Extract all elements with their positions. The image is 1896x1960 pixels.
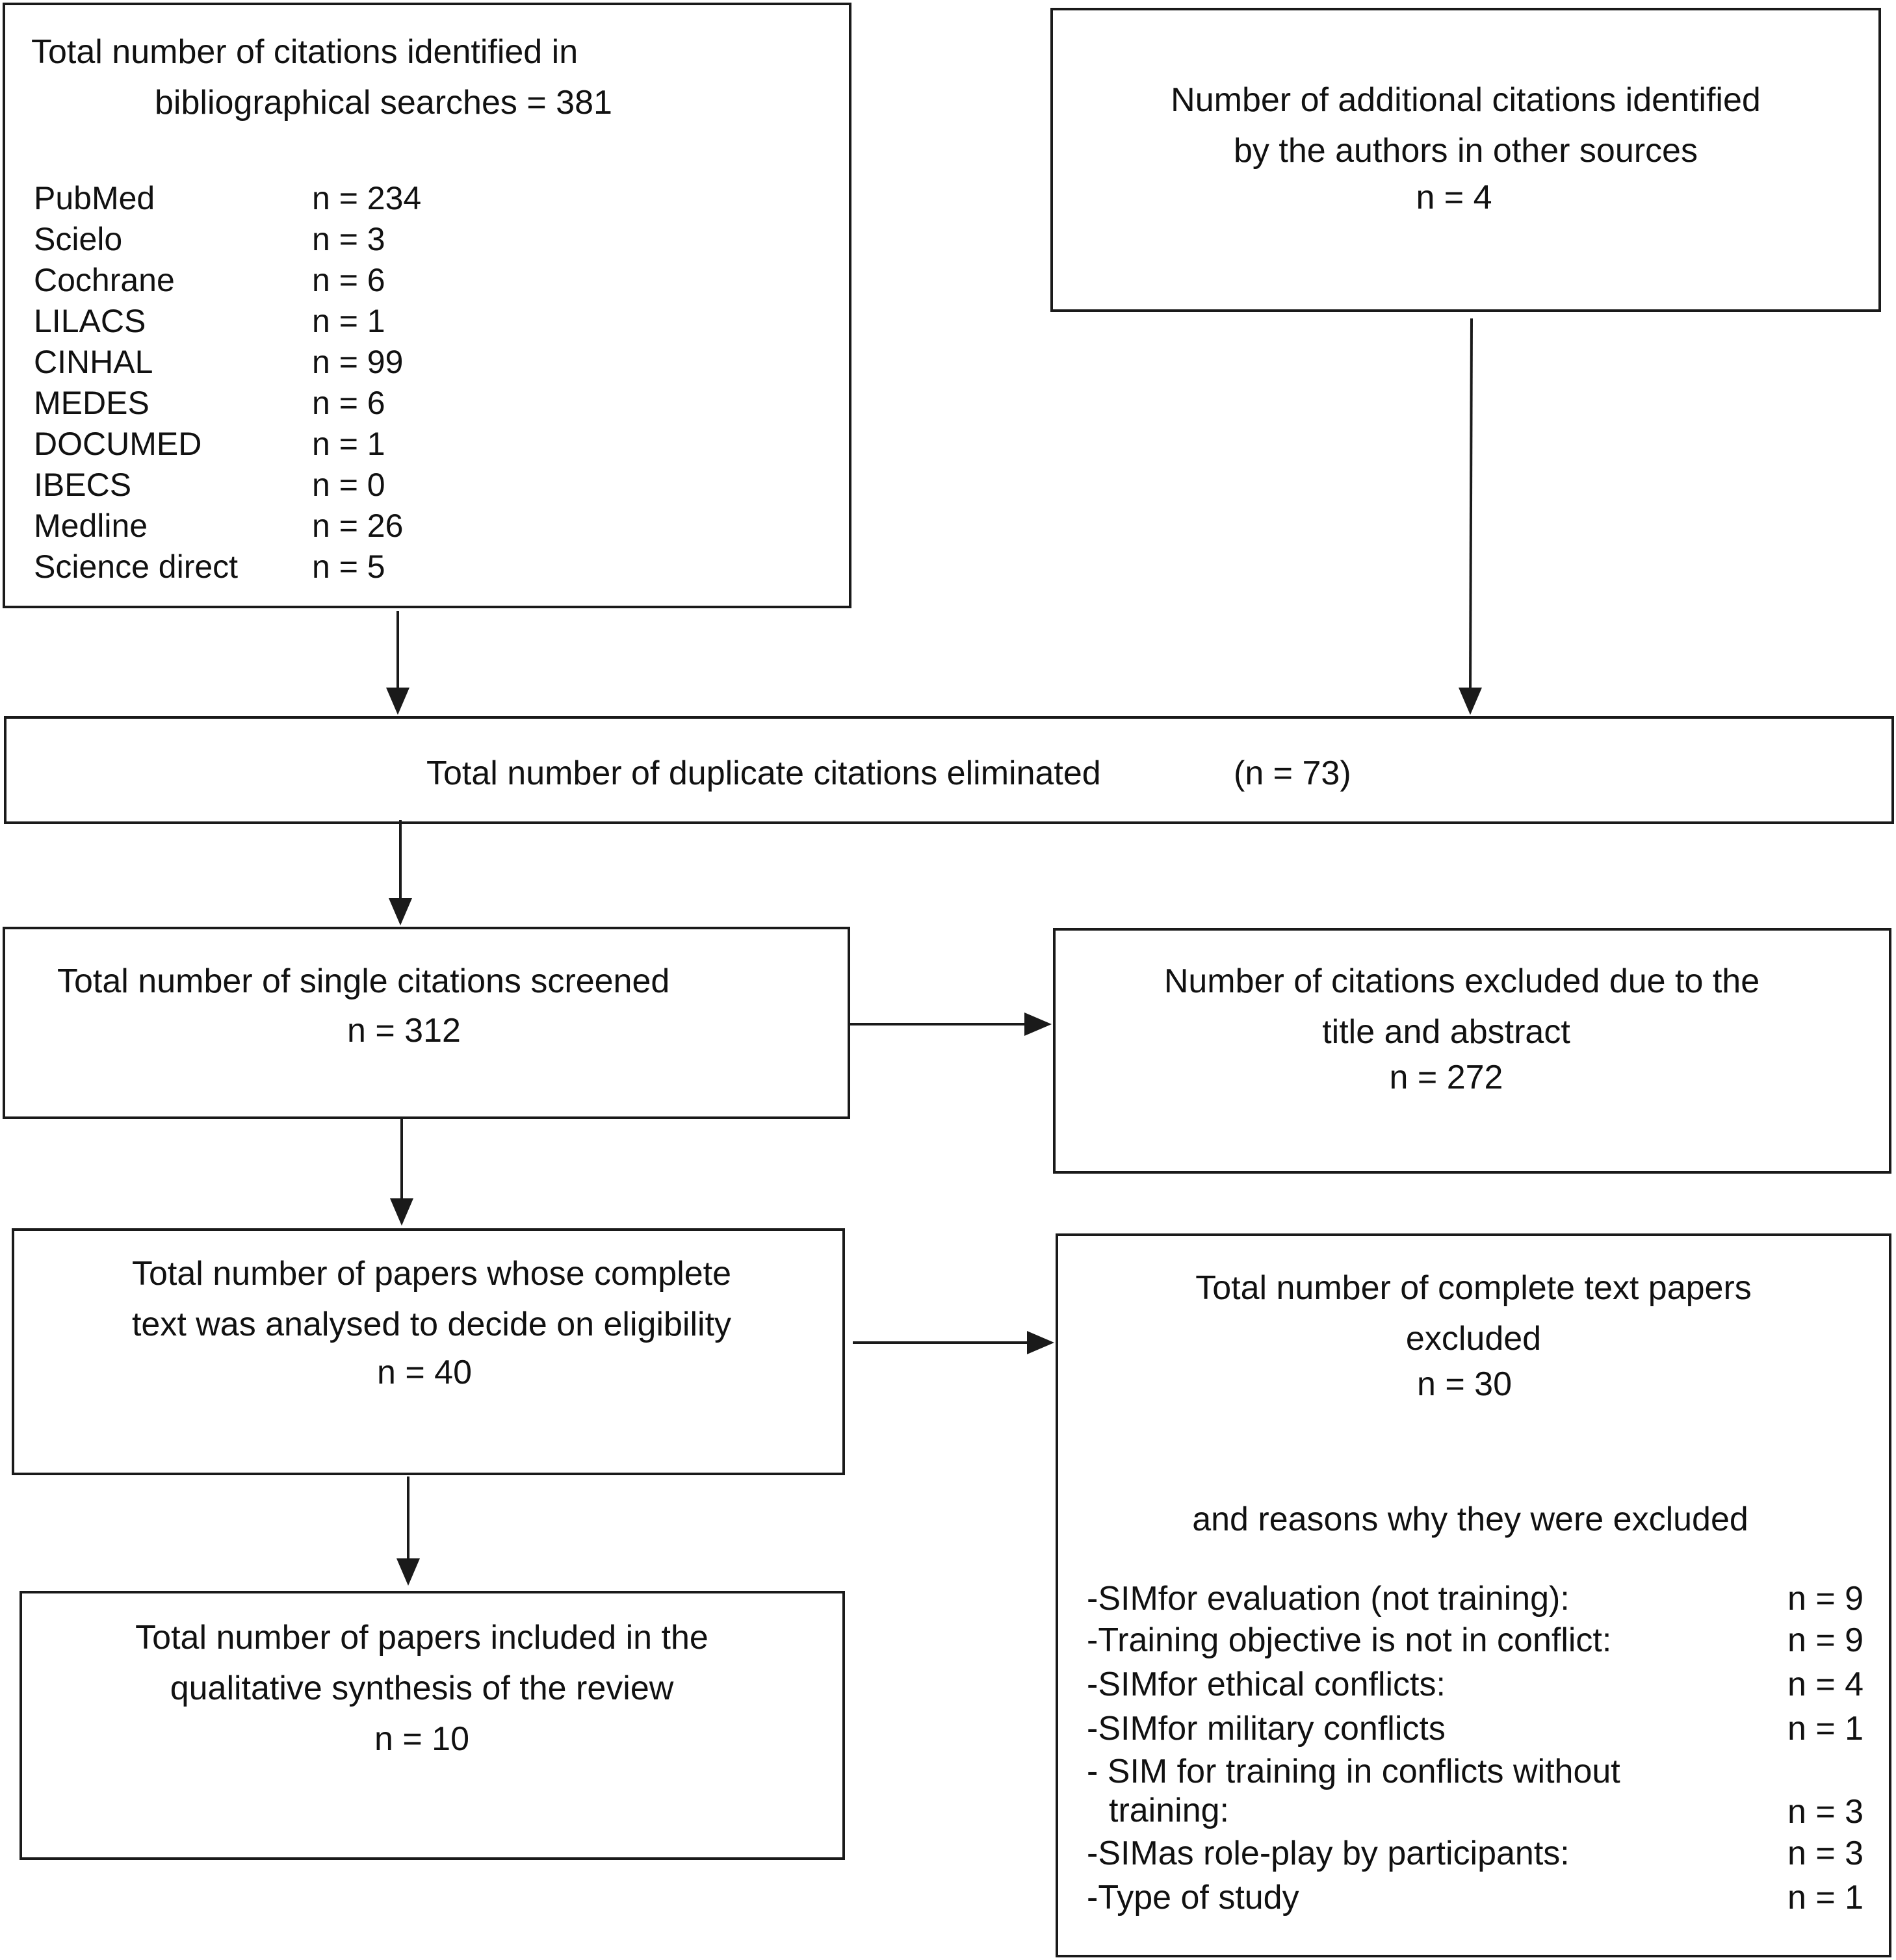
box1-title-line1: Total number of citations identified in (31, 33, 578, 71)
arrow-head (1024, 1012, 1052, 1036)
box8-line1: Total number of papers included in the (135, 1619, 708, 1657)
box1-title-line2: bibliographical searches = 381 (155, 84, 612, 122)
box5-line1: Number of citations excluded due to the (1163, 962, 1760, 1000)
box6-count: n = 40 (376, 1354, 473, 1391)
box7-line1: Total number of complete text papers (1195, 1269, 1752, 1307)
reason-count: n = 9 (1787, 1580, 1864, 1618)
box2-line2: by the authors in other sources (1234, 132, 1698, 170)
db-name: Cochrane (34, 262, 175, 298)
reason-label: -Type of study (1087, 1879, 1299, 1916)
db-name: IBECS (34, 467, 132, 503)
reason-count: n = 3 (1787, 1835, 1864, 1872)
box7-line2: excluded (1405, 1320, 1542, 1358)
box-full-text-excluded: Total number of complete text papers exc… (1056, 1233, 1891, 1957)
db-count: n = 6 (312, 385, 385, 421)
box8-line2: qualitative synthesis of the review (170, 1670, 674, 1707)
db-count: n = 26 (312, 508, 404, 544)
db-count: n = 3 (312, 221, 385, 257)
box-citations-identified: Total number of citations identified in … (3, 3, 851, 608)
box-excluded-title-abstract: Number of citations excluded due to the … (1053, 928, 1891, 1174)
db-name: LILACS (34, 303, 146, 339)
box2-line1: Number of additional citations identifie… (1171, 81, 1761, 119)
box-full-text-assessed: Total number of papers whose complete te… (12, 1228, 845, 1475)
db-count: n = 5 (312, 548, 385, 585)
db-name: Medline (34, 508, 148, 544)
db-name: Scielo (34, 221, 123, 257)
arrow-head (390, 1198, 413, 1226)
box6-line1: Total number of papers whose complete (131, 1255, 732, 1293)
arrow-head (386, 688, 409, 715)
db-name: DOCUMED (34, 426, 202, 462)
db-count: n = 6 (312, 262, 385, 298)
box4-count: n = 312 (347, 1012, 461, 1050)
db-count: n = 0 (312, 467, 385, 503)
box2-count: n = 4 (1416, 179, 1492, 216)
db-count: n = 1 (312, 426, 385, 462)
box-duplicates-eliminated: Total number of duplicate citations elim… (4, 716, 1894, 824)
db-name: CINHAL (34, 344, 153, 380)
box8-count: n = 10 (374, 1720, 470, 1758)
reason-label: -SIMas role-play by participants: (1087, 1835, 1570, 1872)
box-single-citations-screened: Total number of single citations screene… (3, 927, 850, 1119)
db-name: PubMed (34, 180, 155, 216)
box3-count: (n = 73) (1234, 754, 1351, 792)
box4-line1: Total number of single citations screene… (57, 962, 670, 1000)
reason-label: -SIMfor ethical conflicts: (1087, 1666, 1446, 1703)
reason-count: n = 4 (1787, 1666, 1864, 1703)
db-count: n = 1 (312, 303, 385, 339)
arrow-box2-to-box3 (1469, 318, 1473, 691)
box6-line2: text was analysed to decide on eligibili… (131, 1306, 732, 1343)
reason-count: n = 1 (1787, 1879, 1864, 1916)
reason-count: n = 9 (1787, 1621, 1864, 1659)
db-name: MEDES (34, 385, 149, 421)
box-additional-citations: Number of additional citations identifie… (1050, 8, 1881, 312)
arrow-head (389, 898, 412, 925)
reason-label: -SIMfor evaluation (not training): (1087, 1580, 1570, 1618)
box-studies-included: Total number of papers included in the q… (19, 1591, 845, 1860)
reason-label: -SIMfor military conflicts (1087, 1710, 1446, 1747)
reason-count: n = 3 (1787, 1793, 1864, 1831)
reason-count: n = 1 (1787, 1710, 1864, 1747)
db-count: n = 99 (312, 344, 404, 380)
box5-line2: title and abstract (1322, 1013, 1570, 1051)
reason-label: - SIM for training in conflicts without (1087, 1753, 1620, 1790)
arrow-head (1459, 688, 1482, 715)
box7-reasons-heading: and reasons why they were excluded (1192, 1501, 1748, 1538)
arrow-head (1027, 1331, 1054, 1354)
db-count: n = 234 (312, 180, 422, 216)
reason-label-continued: training: (1109, 1792, 1229, 1829)
box7-count: n = 30 (1416, 1365, 1513, 1403)
reason-label: -Training objective is not in conflict: (1087, 1621, 1612, 1659)
arrow-head (396, 1558, 420, 1586)
box5-count: n = 272 (1389, 1059, 1503, 1096)
db-name: Science direct (34, 548, 239, 585)
box3-text: Total number of duplicate citations elim… (426, 754, 1101, 792)
